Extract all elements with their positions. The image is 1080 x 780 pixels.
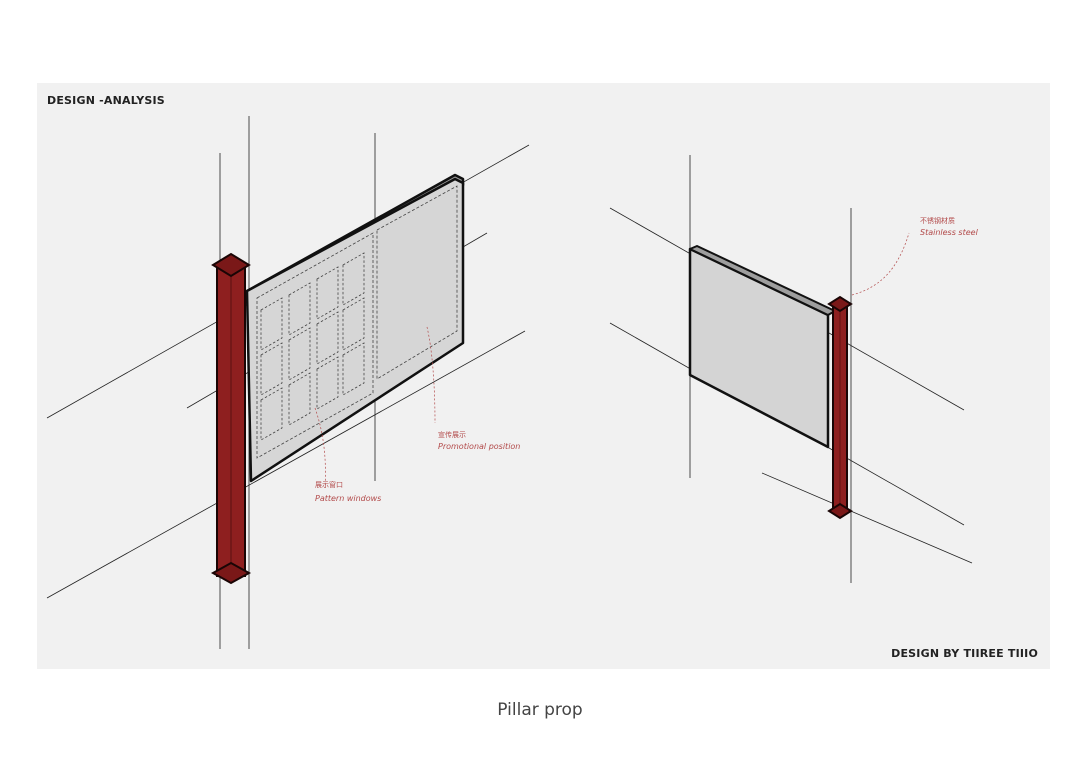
promo-cn-label: 宣传展示 [438, 430, 466, 439]
diagram-canvas: 展示窗口 Pattern windows 宣传展示 Promotional po… [46, 116, 979, 649]
steel-cn-label: 不锈钢材质 [920, 216, 955, 225]
left-pillar [210, 252, 252, 585]
pattern-en-label: Pattern windows [315, 494, 381, 503]
leader-steel [851, 232, 910, 296]
right-board [688, 245, 836, 449]
sheet-title: DESIGN -ANALYSIS [47, 94, 165, 107]
steel-en-label: Stainless steel [920, 228, 979, 237]
pattern-window-frame [256, 232, 374, 459]
figure-caption: Pillar prop [497, 700, 583, 720]
left-board [245, 173, 465, 483]
promo-frame [376, 185, 458, 380]
design-credit: DESIGN BY TIIREE TIIIO [891, 647, 1038, 660]
guide-line [46, 330, 526, 599]
pattern-cn-label: 展示窗口 [315, 480, 343, 489]
promo-en-label: Promotional position [438, 442, 520, 451]
leader-lines-left [314, 326, 436, 489]
pattern-window-grid [260, 252, 365, 441]
leader-promo [426, 326, 436, 424]
drawing-sheet: 展示窗口 Pattern windows 宣传展示 Promotional po… [37, 83, 1050, 669]
right-pillar [827, 295, 853, 520]
guide-line [761, 472, 973, 564]
